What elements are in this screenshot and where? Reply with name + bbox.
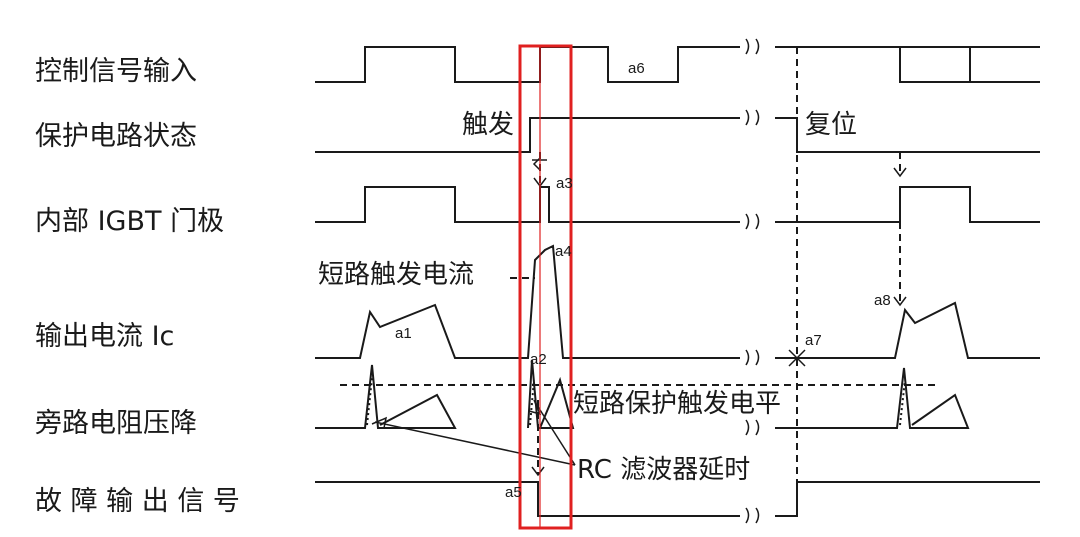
marker-a6: a6 xyxy=(628,60,645,77)
row-label-control-input: 控制信号输入 xyxy=(35,56,197,87)
marker-a2: a2 xyxy=(530,351,547,368)
row-label-fault-output: 故 障 输 出 信 号 xyxy=(35,486,240,517)
rc-annotation-arrow-mid xyxy=(534,401,576,466)
marker-a4: a4 xyxy=(555,243,572,260)
waveform-bypass-voltage xyxy=(315,359,970,429)
waveform-output-current xyxy=(315,244,1040,359)
waveform-protection-state xyxy=(315,117,1040,153)
row-label-igbt-gate: 内部 IGBT 门极 xyxy=(35,206,224,237)
row-label-output-current: 输出电流 Ic xyxy=(35,321,174,352)
note-trigger: 触发 xyxy=(462,110,514,140)
row-label-bypass-voltage: 旁路电阻压降 xyxy=(35,408,197,439)
note-rc-delay: RC 滤波器延时 xyxy=(577,455,750,485)
note-short-circuit-current: 短路触发电流 xyxy=(318,260,474,290)
marker-a8: a8 xyxy=(874,292,891,309)
waveform-igbt-gate xyxy=(315,186,1040,223)
short-circuit-highlight-box xyxy=(518,44,573,530)
waveform-control-input xyxy=(315,46,1040,83)
waveform-fault-output xyxy=(315,481,1040,517)
note-reset: 复位 xyxy=(805,110,857,140)
marker-a3: a3 xyxy=(556,175,573,192)
row-label-protection-state: 保护电路状态 xyxy=(35,121,197,152)
marker-a7: a7 xyxy=(805,332,822,349)
marker-a1: a1 xyxy=(395,325,412,342)
rc-annotation-arrow-left xyxy=(374,421,576,466)
break-marks xyxy=(745,38,760,524)
note-protection-level: 短路保护触发电平 xyxy=(573,389,781,419)
marker-a5: a5 xyxy=(505,484,522,501)
